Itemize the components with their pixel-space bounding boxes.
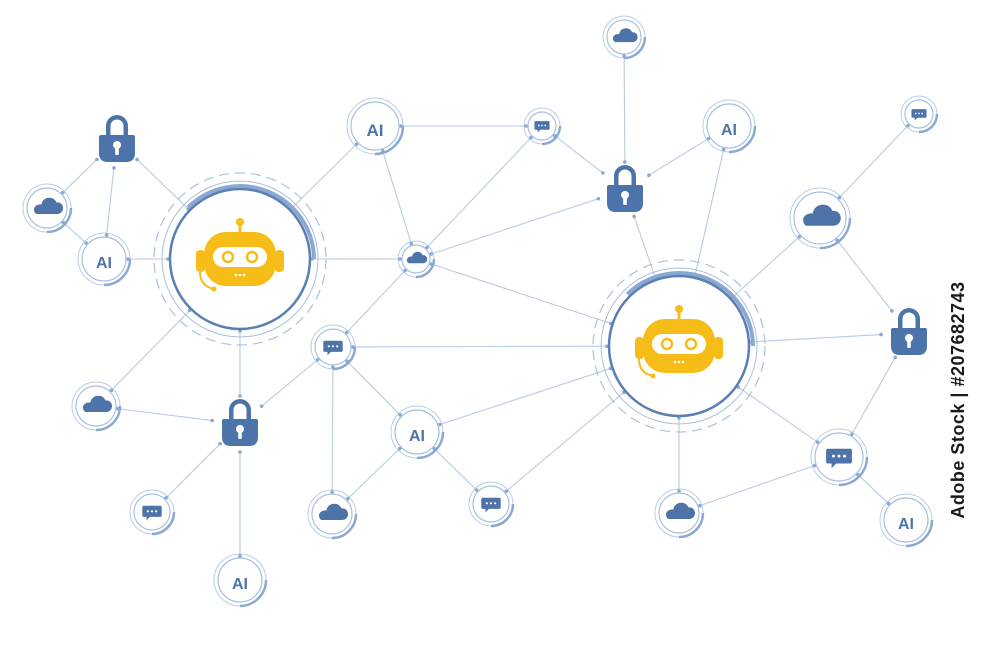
edge-cloud3-lockB: [116, 406, 215, 423]
ai-label: AI: [367, 121, 384, 140]
chat-node-chat1: [523, 107, 562, 146]
edge-ai1-hubL: [126, 257, 170, 261]
edge-cloud2-hubR: [429, 262, 613, 326]
lock-icon: [99, 115, 135, 162]
edge-hubL-cloud3: [109, 308, 192, 393]
cloud-node-cloud3: [71, 381, 122, 432]
chat-node-chat5: [468, 481, 515, 528]
cloud-node-cloud7: [307, 489, 358, 540]
edge-ai2-chat1: [399, 124, 528, 128]
ai-label: AI: [232, 576, 248, 593]
ai-label: AI: [721, 122, 737, 139]
edge-hubR-lockD: [749, 332, 883, 344]
edge-hubL-lockB: [238, 329, 242, 398]
cloud-node-cloud1: [22, 183, 73, 234]
edge-chat2-cloud5: [837, 123, 910, 200]
chat-node-chat2: [900, 95, 939, 134]
edge-cloud2-chat3: [344, 268, 407, 335]
cloud-node-cloud6: [654, 488, 705, 539]
robot-node-hubR: [592, 259, 766, 433]
edge-lockA-ai1: [104, 166, 116, 237]
lock-node-lockC: [607, 165, 643, 212]
edge-chat1-lockC: [552, 133, 605, 175]
edge-cloud2-lockC: [429, 196, 601, 256]
edge-cloud4-lockC: [622, 54, 627, 164]
edge-lockA-cloud1: [60, 157, 99, 195]
cloud-node-cloud5: [789, 187, 852, 250]
ai-label: AI: [96, 255, 112, 272]
edge-cloud5-hubR: [730, 235, 802, 300]
edge-hubR-cloud6: [677, 416, 681, 493]
chat-node-chat3: [310, 324, 357, 371]
edge-hubL-ai2: [289, 142, 359, 211]
chat-node-chat6: [810, 428, 869, 487]
edge-chat3-cloud7: [330, 365, 335, 494]
edge-hubR-ai4: [438, 366, 613, 427]
chat-node-chat4: [129, 489, 176, 536]
lock-icon: [891, 308, 927, 355]
ai-label: AI: [898, 516, 914, 533]
edge-chat6-ai6: [856, 473, 891, 506]
network-nodes: AI AI AI AI AI AI: [22, 15, 939, 608]
robot-node-hubL: [153, 172, 327, 346]
lock-node-lockB: [222, 399, 258, 446]
edge-ai3-hubR: [693, 147, 726, 278]
edge-lockA-hubL: [135, 157, 191, 211]
edge-chat3-ai4: [345, 359, 402, 417]
edge-cloud5-lockD: [835, 238, 894, 313]
lock-icon: [222, 399, 258, 446]
lock-icon: [607, 165, 643, 212]
edge-lockC-hubR: [632, 214, 658, 280]
edge-lockB-ai5: [238, 450, 242, 558]
ai-node-ai6: AI: [879, 493, 934, 548]
edge-lockD-chat6: [849, 355, 898, 437]
edge-cloud7-ai4: [346, 446, 402, 501]
ai-node-ai2: AI: [346, 97, 405, 156]
edge-lockB-chat3: [259, 357, 320, 408]
edge-hubR-chat5: [504, 390, 626, 493]
ai-node-ai1: AI: [77, 232, 132, 287]
edge-ai4-chat5: [432, 446, 479, 492]
ai-label: AI: [409, 428, 425, 445]
edge-hubR-chat3: [351, 344, 609, 349]
lock-node-lockD: [891, 308, 927, 355]
cloud-node-cloud2: [397, 240, 436, 279]
ai-node-ai4: AI: [390, 405, 445, 460]
edge-lockB-chat4: [164, 441, 223, 500]
stock-id-text: Adobe Stock | #207682743: [948, 281, 968, 519]
cloud-node-cloud4: [602, 15, 647, 60]
edge-ai3-lockC: [647, 136, 711, 178]
lock-node-lockA: [99, 115, 135, 162]
edge-hubR-chat6: [736, 385, 820, 444]
ai-node-ai3: AI: [702, 99, 757, 154]
edge-ai2-cloud2: [380, 149, 414, 246]
edge-hubL-cloud2: [310, 257, 402, 261]
edge-chat1-cloud2: [425, 135, 533, 250]
ai-node-ai5: AI: [213, 553, 268, 608]
edge-chat6-cloud6: [697, 463, 817, 508]
